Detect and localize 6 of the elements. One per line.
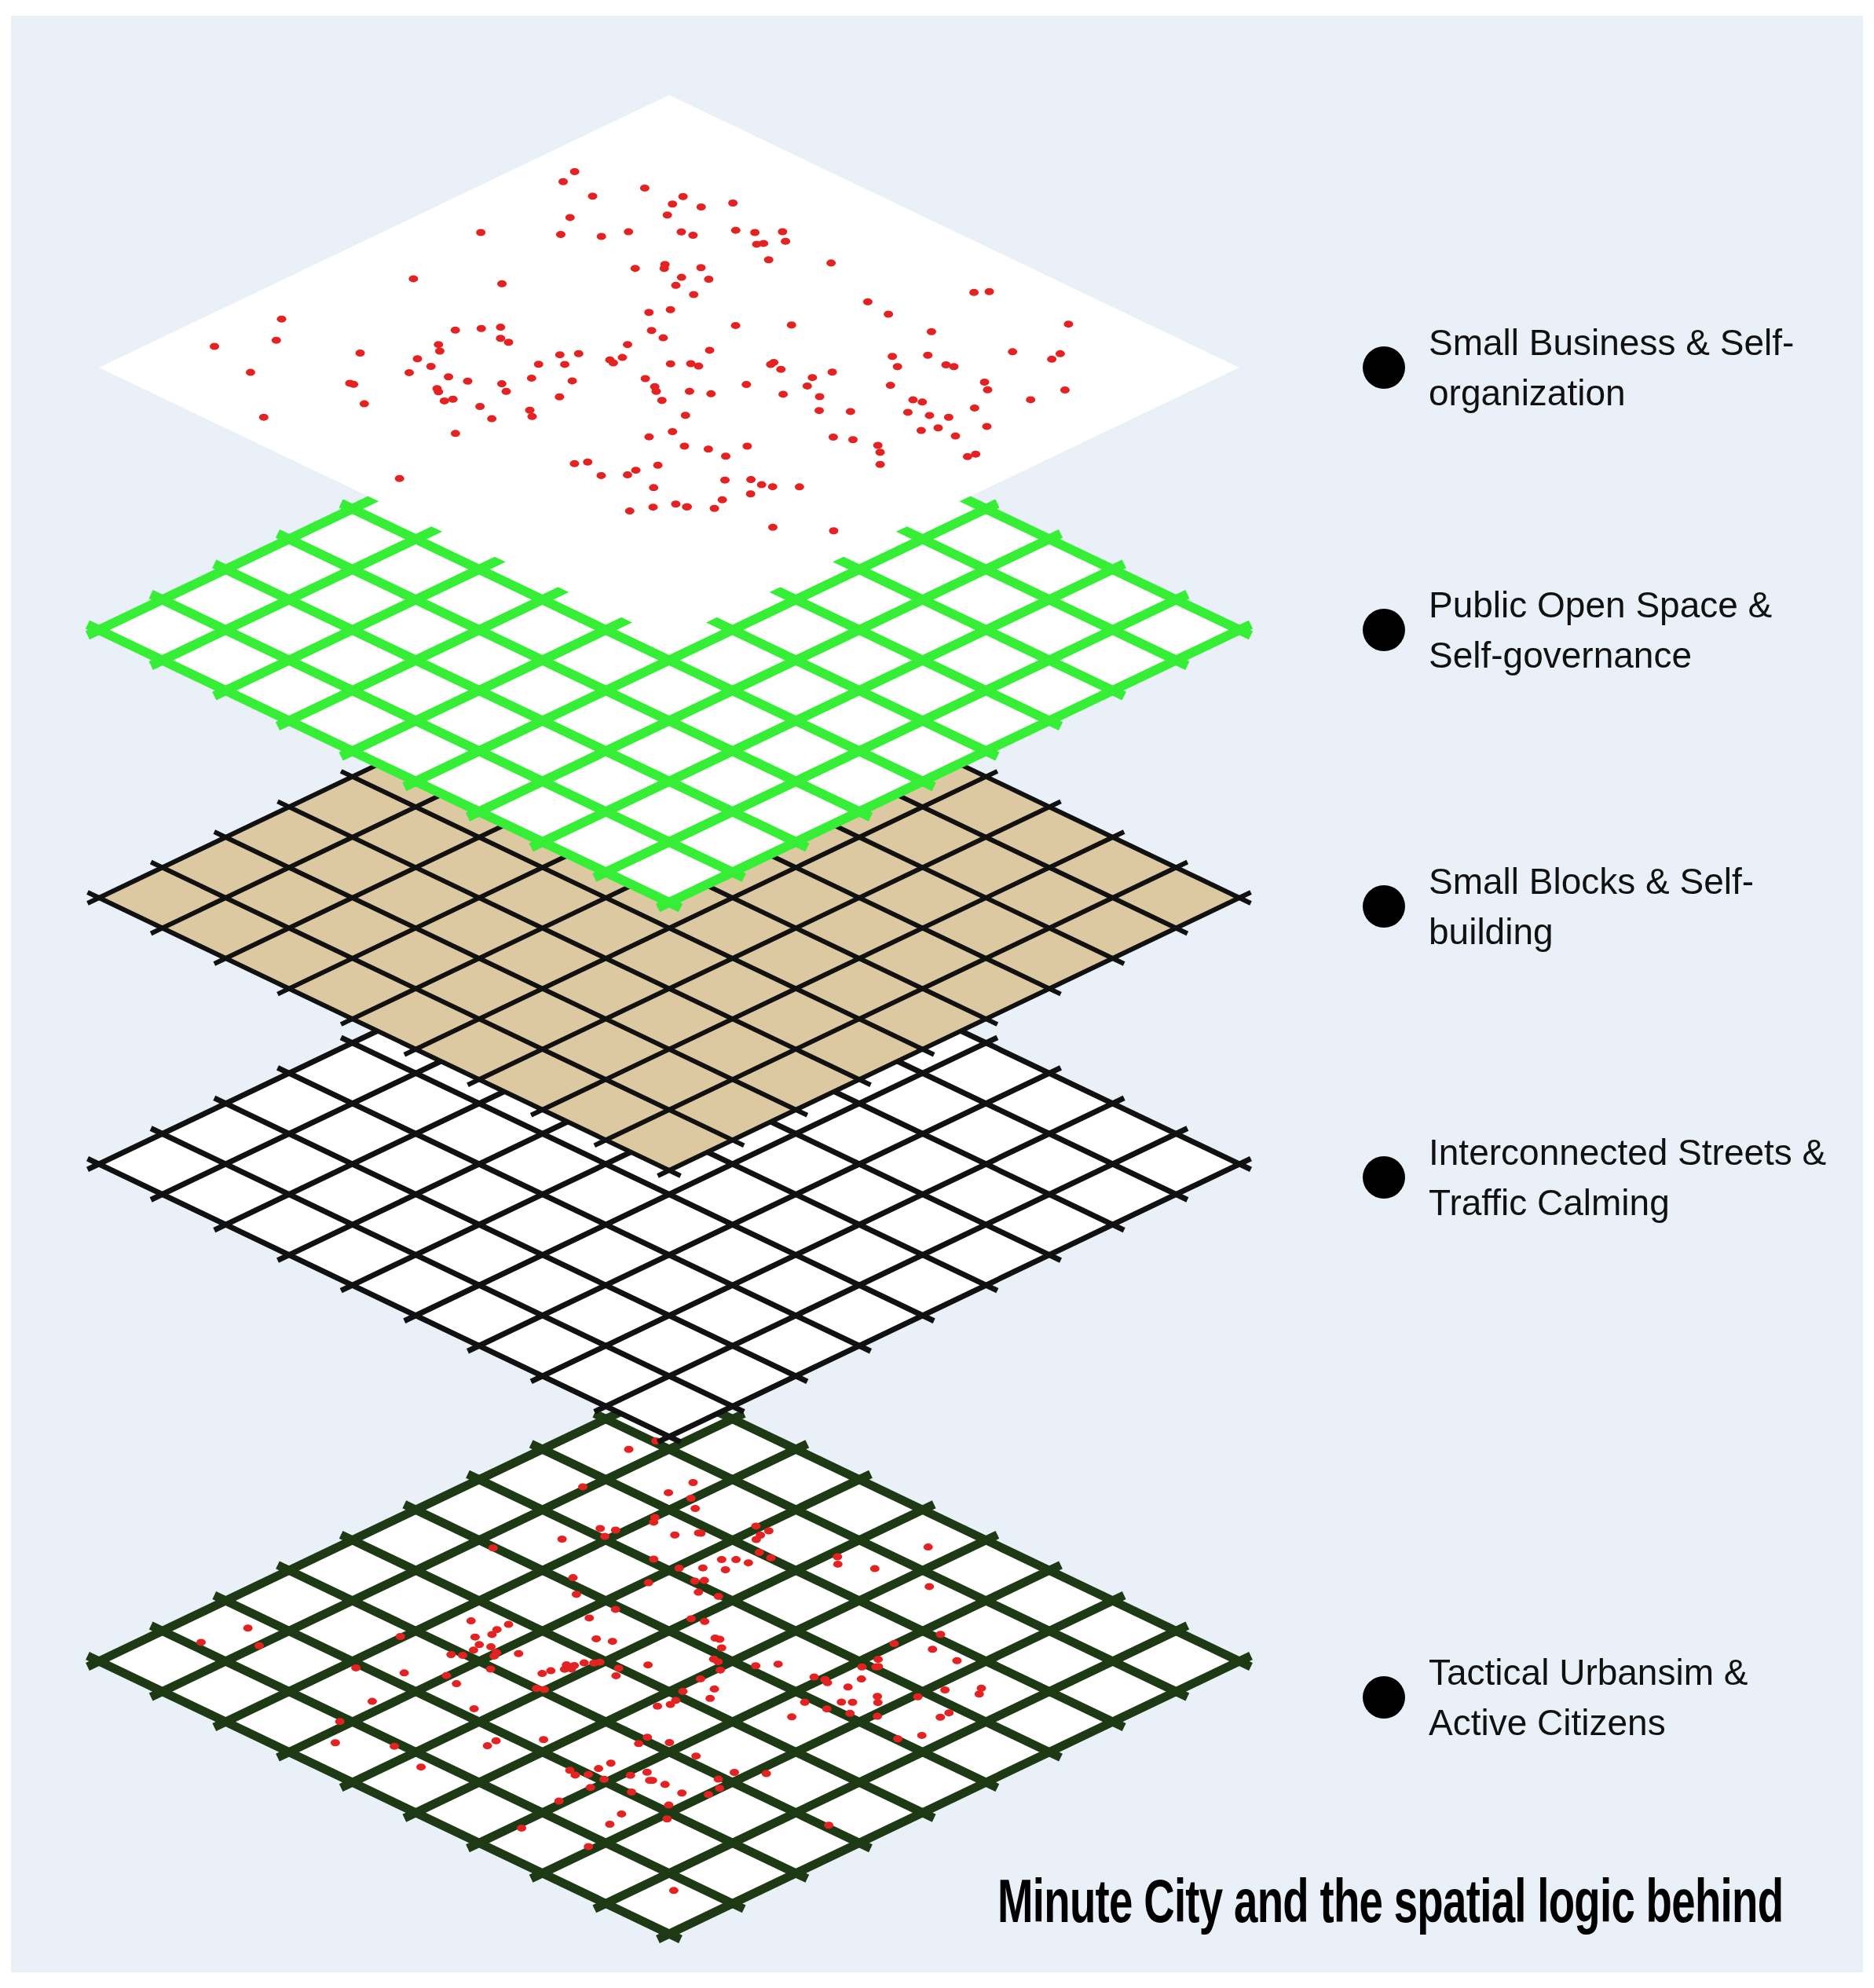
title: Minute City and the spatial logic behind [997,1865,1784,1937]
layer-label: Tactical Urbansim & Active Citizens [1429,1651,1749,1745]
layer-label: Interconnected Streets & Traffic Calming [1429,1131,1828,1225]
layer-label: Public Open Space & Self-governance [1429,584,1773,677]
layer-label: Small Business & Self-organization [1429,321,1795,415]
layer-label: Small Blocks & Self-building [1429,860,1755,954]
